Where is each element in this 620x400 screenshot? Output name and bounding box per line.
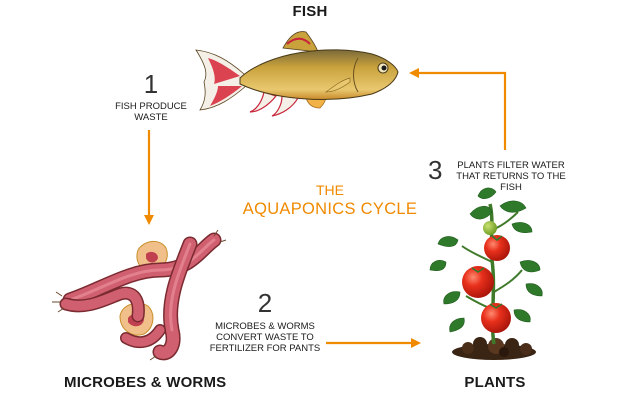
fish-illustration xyxy=(195,31,399,117)
step-3-line-1: PLANTS FILTER WATER xyxy=(457,160,565,171)
step-2-line-2: CONVERT WASTE TO xyxy=(216,332,314,343)
cycle-title-line-1: THE xyxy=(316,182,344,198)
soil xyxy=(452,337,536,360)
tomato xyxy=(484,235,510,261)
tomato-unripe xyxy=(483,221,497,235)
step-2-line-1: MICROBES & WORMS xyxy=(215,321,315,332)
plants-label: PLANTS xyxy=(464,374,526,391)
step-2-number: 2 xyxy=(257,288,273,318)
step-3-line-2: THAT RETURNS TO THE xyxy=(456,171,566,182)
cycle-title-line-2: AQUAPONICS CYCLE xyxy=(242,200,418,218)
tomato-plant-illustration xyxy=(429,187,543,360)
step-1-number: 1 xyxy=(143,69,159,99)
step-1: 1 FISH PRODUCE WASTE xyxy=(96,71,206,123)
step-1-line-2: WASTE xyxy=(134,112,168,123)
tomato xyxy=(481,303,511,333)
fish-label: FISH xyxy=(292,3,328,20)
arrow-plants-to-fish xyxy=(409,68,507,150)
step-1-line-1: FISH PRODUCE xyxy=(115,101,187,112)
step-3-number: 3 xyxy=(428,155,443,185)
step-2-line-3: FERTILIZER FOR PANTS xyxy=(209,343,321,354)
cycle-title: THE AQUAPONICS CYCLE xyxy=(230,182,430,219)
tomato xyxy=(462,266,494,298)
step-3-line-3: FISH xyxy=(500,182,522,193)
worms-illustration xyxy=(52,229,227,361)
step-2: 2 MICROBES & WORMS CONVERT WASTE TO FERT… xyxy=(200,290,330,354)
microbes-label: MICROBES & WORMS xyxy=(64,374,227,391)
